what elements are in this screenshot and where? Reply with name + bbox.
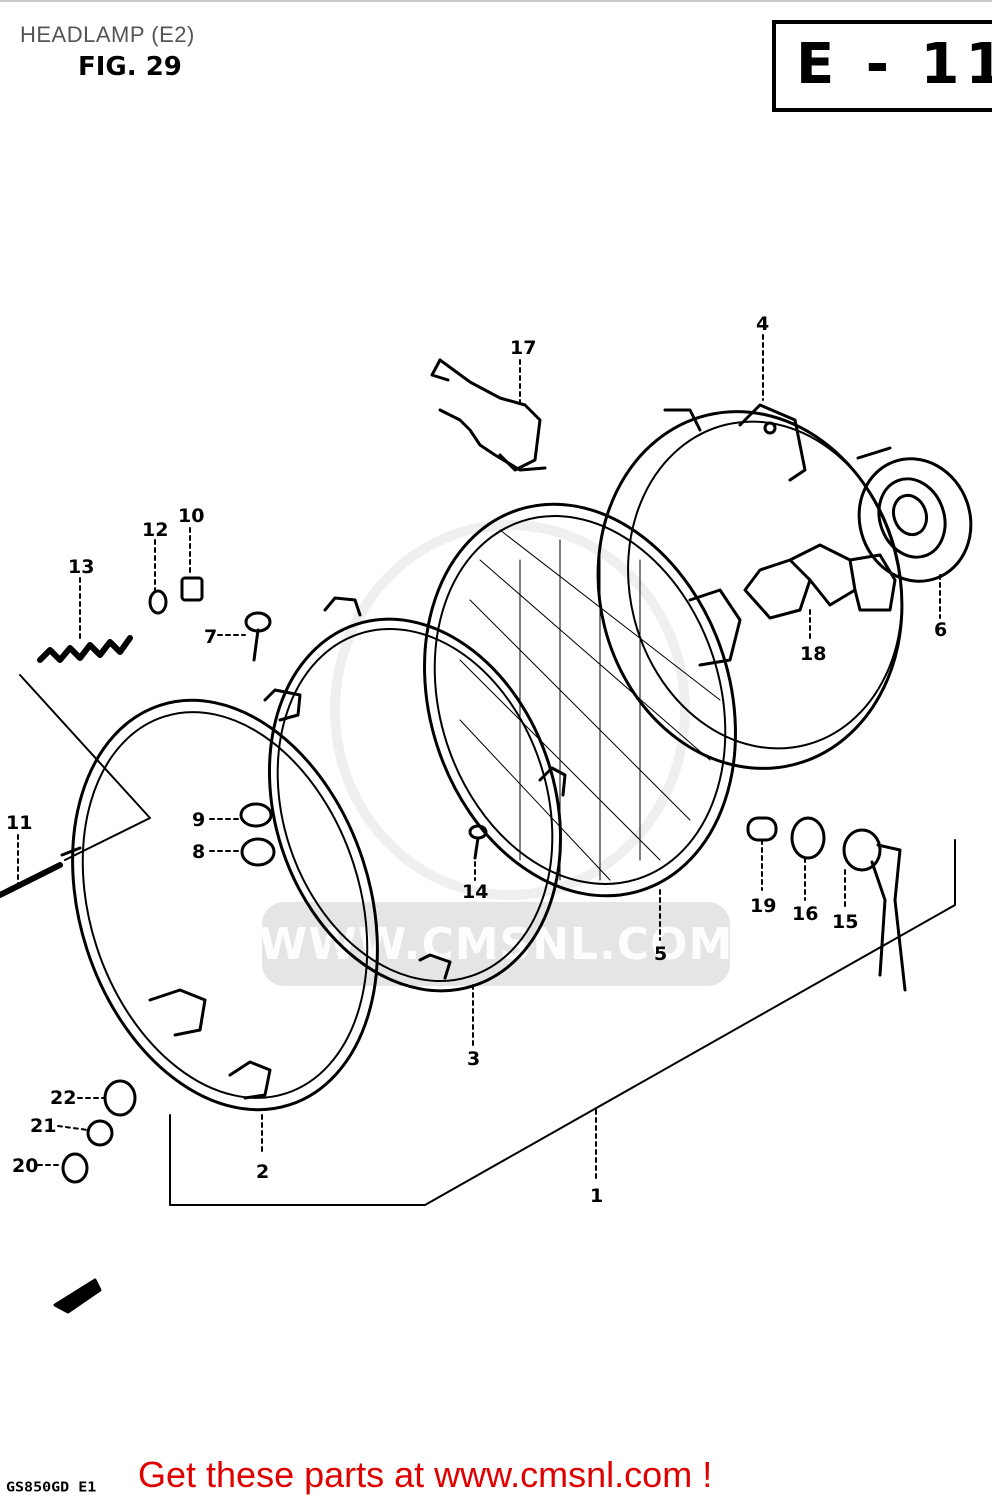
model-code: GS850GD E1 (6, 1478, 97, 1496)
callout-20: 20 (12, 1155, 38, 1177)
top-rule (0, 0, 992, 2)
parts-shop-link[interactable]: Get these parts at www.cmsnl.com ! (138, 1454, 713, 1495)
callout-16: 16 (792, 903, 818, 925)
part-mounting-ring (263, 596, 567, 993)
section-code-box: E - 11 (772, 20, 992, 112)
callout-2: 2 (256, 1161, 269, 1183)
leader-lines (17, 334, 941, 1181)
callout-5: 5 (654, 943, 667, 965)
part-spring (37, 635, 133, 663)
page-title: HEADLAMP (E2) (20, 22, 195, 47)
callout-21: 21 (30, 1115, 56, 1137)
callout-17: 17 (510, 337, 536, 359)
part-wire-spring (430, 358, 547, 472)
part-socket-cover (856, 446, 973, 583)
watermark-banner: WWW.CMSNL.COM (259, 902, 732, 986)
part-grommets (239, 802, 276, 867)
part-lens-unit (423, 502, 742, 898)
part-screw-14 (468, 824, 488, 860)
callout-14: 14 (462, 881, 488, 903)
part-bulb (743, 543, 897, 620)
callout-6: 6 (934, 619, 947, 641)
part-screw-7 (244, 611, 272, 662)
callout-9: 9 (192, 809, 205, 831)
callout-4: 4 (756, 313, 769, 335)
part-rim (60, 698, 379, 1112)
callout-15: 15 (832, 911, 858, 933)
callout-13: 13 (68, 556, 94, 578)
part-bolt (0, 862, 63, 898)
figure-number: FIG. 29 (78, 52, 182, 82)
callout-12: 12 (142, 519, 168, 541)
callout-22: 22 (50, 1087, 76, 1109)
section-code: E - 11 (796, 32, 992, 97)
callout-1: 1 (590, 1185, 603, 1207)
assembly-bracket (19, 674, 956, 1206)
callout-10: 10 (178, 505, 204, 527)
callout-3: 3 (467, 1048, 480, 1070)
callout-numbers: 1 2 3 4 5 6 7 8 9 10 11 12 13 14 15 16 1… (6, 313, 947, 1207)
part-housing-shell (596, 403, 904, 770)
callout-11: 11 (6, 812, 32, 834)
front-direction-arrow (53, 1278, 102, 1314)
callout-19: 19 (750, 895, 776, 917)
callout-8: 8 (192, 841, 205, 863)
part-pilot-lamp (746, 816, 907, 992)
part-small-nuts (148, 576, 204, 615)
callout-18: 18 (800, 643, 826, 665)
callout-7: 7 (204, 626, 217, 648)
